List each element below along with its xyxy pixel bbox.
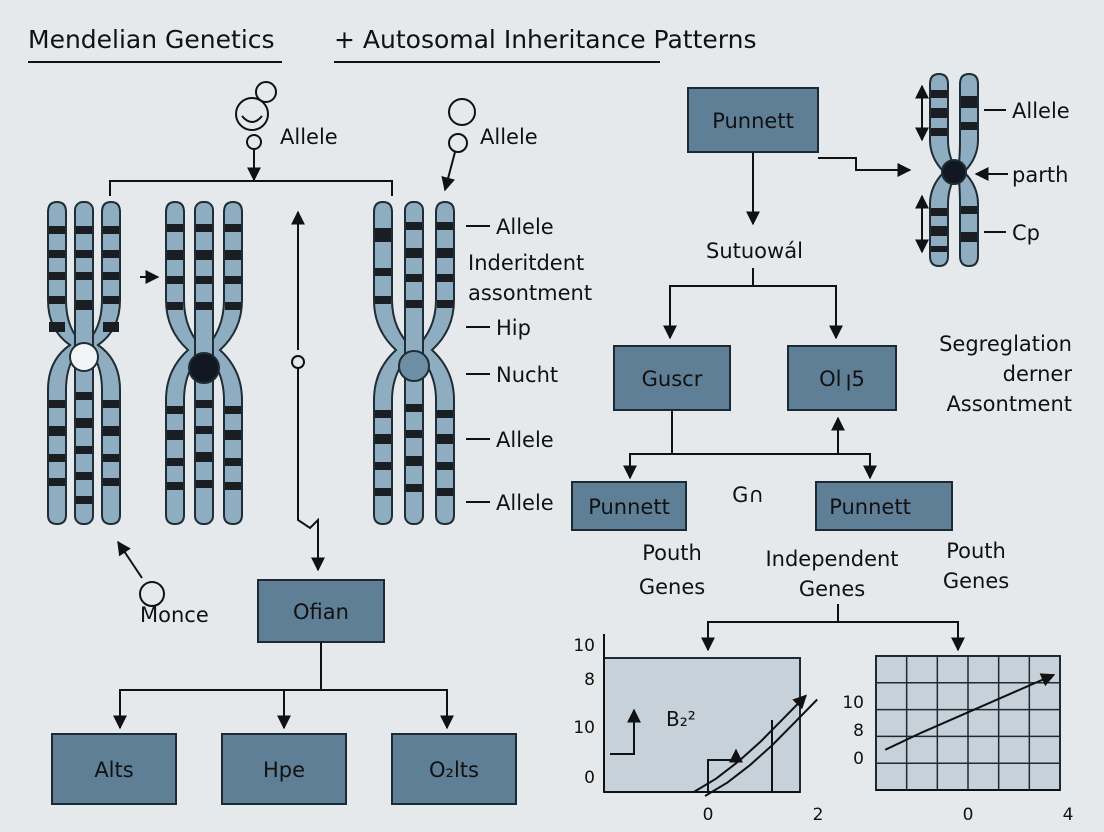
box-ol15-label: Ol ꞁ5 (819, 367, 865, 391)
chart-2: 10 8 0 0 4 (842, 655, 1074, 825)
label-independent-1: Independent (765, 547, 898, 571)
chart-2-ytick-2: 8 (853, 721, 864, 741)
connector-lower-bracket (629, 453, 871, 478)
arrow-monce (117, 540, 143, 579)
label-allele-r3: Allele (496, 491, 554, 515)
box-alts-label: Alts (94, 758, 133, 782)
label-monce: Monce (140, 603, 209, 627)
monce-symbol (139, 581, 165, 607)
label-assontment: assontment (468, 281, 592, 305)
label-independent-2: Genes (799, 577, 865, 601)
connector-to-charts (707, 621, 959, 646)
box-punnett-left (571, 481, 687, 531)
chromosome-pair-2 (165, 200, 243, 526)
chart-2-ytick-1: 10 (842, 693, 864, 713)
label-allele-top-1: Allele (280, 125, 338, 149)
chart-1-xtick-1: 0 (703, 805, 714, 825)
chromosome-pair-3 (373, 200, 455, 526)
box-hpe (221, 733, 347, 805)
box-guscr-label: Guscr (642, 367, 703, 391)
box-punnett-top-label: Punnett (712, 109, 794, 133)
label-gn: G∩ (732, 483, 764, 507)
chart-1-ytick-4: 0 (584, 768, 595, 788)
label-allele-top-2: Allele (480, 125, 538, 149)
label-nucht: Nucht (496, 363, 558, 387)
allele-symbol-2 (448, 98, 476, 153)
label-pouth-left-2: Genes (639, 575, 705, 599)
vertical-node (291, 355, 305, 369)
box-ol15 (787, 345, 897, 411)
chart-1: 10 8 10 0 0 2 B₂² (573, 634, 823, 825)
label-pouth-right-2: Genes (943, 569, 1009, 593)
label-pouth-right-1: Pouth (946, 539, 1006, 563)
connector-top-bracket (109, 180, 393, 196)
label-segregation-1: Segreglation (939, 332, 1072, 356)
chromosome-pair-1 (47, 200, 121, 526)
label-segregation-3: Assontment (946, 392, 1072, 416)
connector-allele2-arrow (441, 151, 456, 192)
box-o2lts-label: O₂lts (429, 758, 479, 782)
label-hip: Hip (496, 316, 531, 340)
box-punnett-right (815, 481, 953, 531)
chromosome-right (929, 72, 979, 268)
box-ofian-label: Ofian (293, 600, 349, 624)
chart-2-ytick-3: 0 (853, 749, 864, 769)
chart-2-series (884, 673, 1056, 751)
chart-1-xtick-2: 2 (813, 805, 824, 825)
chart1-series-line-0 (693, 694, 807, 793)
box-o2lts (391, 733, 517, 805)
chart-1-ytick-2: 8 (584, 670, 595, 690)
chart-2-grid (876, 656, 1060, 790)
chart1-series-line-shadow (704, 698, 818, 797)
chart-2-xtick-1: 0 (963, 805, 974, 825)
label-cp: Cp (1012, 221, 1040, 245)
connector-sutuowal-bracket (669, 285, 837, 336)
label-sutuowal: Sutuowál (706, 239, 803, 263)
chart-1-series (693, 694, 818, 797)
box-punnett-right-text: Punnett (829, 495, 911, 519)
label-parth: parth (1012, 163, 1068, 187)
box-punnett-left-label: Punnett (588, 495, 670, 519)
connector-to-ofian (297, 368, 325, 572)
box-hpe-label: Hpe (263, 758, 305, 782)
label-right-allele: Allele (1012, 99, 1070, 123)
chart2-series-line-0 (884, 673, 1056, 751)
title-right: + Autosomal Inheritance Patterns (334, 25, 757, 54)
label-inderitdent: Inderitdent (468, 251, 584, 275)
label-allele-r1: Allele (496, 215, 554, 239)
label-pouth-left-1: Pouth (642, 541, 702, 565)
chart-1-annotation: B₂² (666, 707, 696, 731)
chart-1-ytick-1: 10 (573, 636, 595, 656)
connector-punnett-to-chromosome (818, 157, 912, 177)
allele-symbol-1 (235, 81, 277, 150)
label-allele-r2: Allele (496, 428, 554, 452)
title-left: Mendelian Genetics (28, 25, 275, 54)
chart-1-step-arrow (707, 748, 743, 792)
chart-2-xtick-2: 4 (1063, 805, 1074, 825)
chart-1-ytick-3: 10 (573, 718, 595, 738)
chart-1-left-arrow (610, 708, 641, 755)
label-segregation-2: derner (1003, 362, 1073, 386)
box-alts (51, 733, 177, 805)
